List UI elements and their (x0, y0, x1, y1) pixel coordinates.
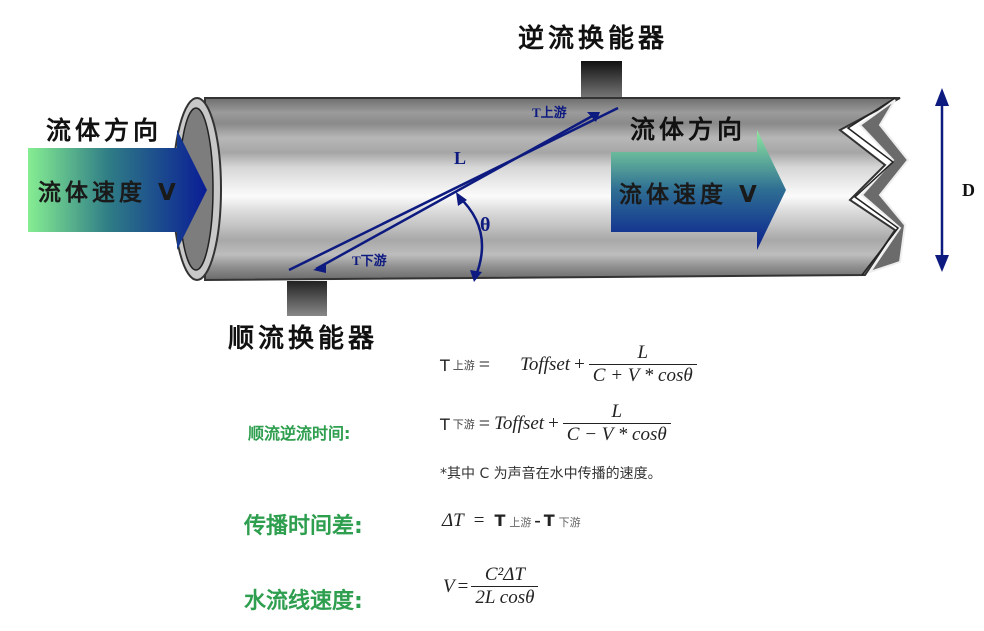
velocity-symbol: V (443, 576, 455, 598)
angle-arc (457, 195, 484, 279)
plus-sign: + (548, 413, 559, 435)
t-symbol: T (440, 355, 450, 375)
right-flow-direction-label: 流体方向 (630, 115, 747, 144)
minus-sign: - (534, 510, 541, 531)
left-flow-arrow (28, 130, 207, 250)
angle-label: θ (480, 214, 491, 236)
t-symbol-2: T (543, 511, 555, 530)
denominator: C + V * cosθ (588, 363, 697, 388)
upstream-time-label: T上游 (532, 105, 567, 120)
equals-sign: = (478, 412, 491, 435)
speed-of-sound-note: *其中 C 为声音在水中传播的速度。 (440, 466, 662, 482)
downstream-transducer-block (287, 281, 327, 316)
plus-sign: + (574, 354, 585, 376)
line-velocity-label: 水流线速度: (244, 589, 363, 614)
formula-velocity: V = C²ΔT 2L cosθ (443, 564, 539, 610)
pipe-body (204, 97, 901, 282)
denominator: 2L cosθ (471, 585, 539, 610)
sound-path-line-inner (315, 112, 597, 271)
downstream-time-label: T下游 (352, 253, 387, 268)
path-length-label: L (454, 148, 467, 168)
formula-time-difference: ΔT = T 上游 - T 下游 (442, 510, 581, 532)
right-flow-arrow (611, 130, 786, 250)
formula-t-upstream: T 上游 = Toffset + L C + V * cosθ (440, 342, 697, 388)
downstream-transducer-label: 顺流换能器 (228, 324, 379, 354)
fraction: L C − V * cosθ (562, 401, 671, 447)
sound-path-line-outer (288, 106, 619, 272)
fraction: L C + V * cosθ (588, 342, 697, 388)
numerator: C²ΔT (484, 564, 525, 585)
t-symbol: T (440, 414, 450, 434)
toffset: Toffset (520, 354, 571, 376)
delta-t: ΔT (442, 510, 464, 531)
diameter-label: D (962, 180, 975, 200)
t-symbol-1: T (494, 511, 506, 530)
t-subscript: 下游 (452, 418, 475, 432)
right-flow-speed-label: 流体速度 V (619, 182, 761, 208)
subscript-downstream: 下游 (558, 516, 581, 529)
time-difference-label: 传播时间差: (244, 514, 363, 539)
downstream-arrowhead (313, 264, 326, 273)
numerator: L (637, 342, 649, 363)
equals-sign: = (457, 576, 469, 598)
fraction: C²ΔT 2L cosθ (471, 564, 539, 610)
subscript-upstream: 上游 (509, 516, 532, 529)
equals-sign: = (478, 353, 491, 376)
toffset: Toffset (494, 413, 545, 435)
left-flow-speed-label: 流体速度 V (38, 180, 180, 206)
transit-time-label: 顺流逆流时间: (248, 424, 351, 443)
left-flow-direction-label: 流体方向 (46, 116, 163, 145)
numerator: L (611, 401, 623, 422)
pipe-broken-end (858, 99, 910, 274)
equals-sign: = (473, 510, 485, 531)
formula-t-downstream: T 下游 = Toffset + L C − V * cosθ (440, 401, 671, 447)
upstream-transducer-block (581, 61, 622, 98)
denominator: C − V * cosθ (562, 422, 671, 447)
upstream-arrowhead (587, 112, 600, 122)
upstream-transducer-label: 逆流换能器 (518, 24, 669, 54)
t-subscript: 上游 (452, 359, 475, 373)
